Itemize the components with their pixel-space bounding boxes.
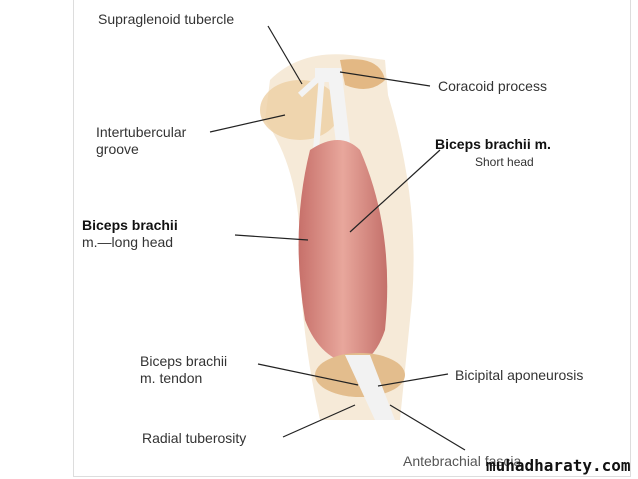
label-supraglenoid-tubercle: Supraglenoid tubercle — [98, 11, 235, 27]
label-long-head-2: m.—long head — [82, 234, 174, 250]
label-long-head-1: Biceps brachii — [82, 217, 178, 233]
biceps-muscle — [298, 140, 388, 365]
label-radial-tuberosity: Radial tuberosity — [142, 430, 247, 446]
coracoid-bone — [340, 59, 385, 89]
label-coracoid-process: Coracoid process — [438, 78, 547, 94]
label-intertubercular: Intertubercular — [96, 124, 187, 140]
short-head-tendon — [315, 68, 352, 161]
shoulder-bone — [260, 80, 340, 140]
distal-tendon — [345, 355, 395, 420]
label-antebrachial-fascia: Antebrachial fascia — [403, 453, 522, 469]
label-groove: groove — [96, 141, 139, 157]
label-short-head-title: Biceps brachii m. — [435, 136, 551, 152]
image-frame — [73, 0, 631, 477]
label-bicipital-aponeurosis: Bicipital aponeurosis — [455, 367, 584, 383]
leader-lines — [209, 25, 466, 451]
label-tendon-1: Biceps brachii — [140, 353, 228, 369]
label-tendon-2: m. tendon — [140, 370, 203, 386]
label-short-head: Short head — [475, 155, 534, 169]
watermark: muhadharaty.com — [486, 456, 631, 475]
